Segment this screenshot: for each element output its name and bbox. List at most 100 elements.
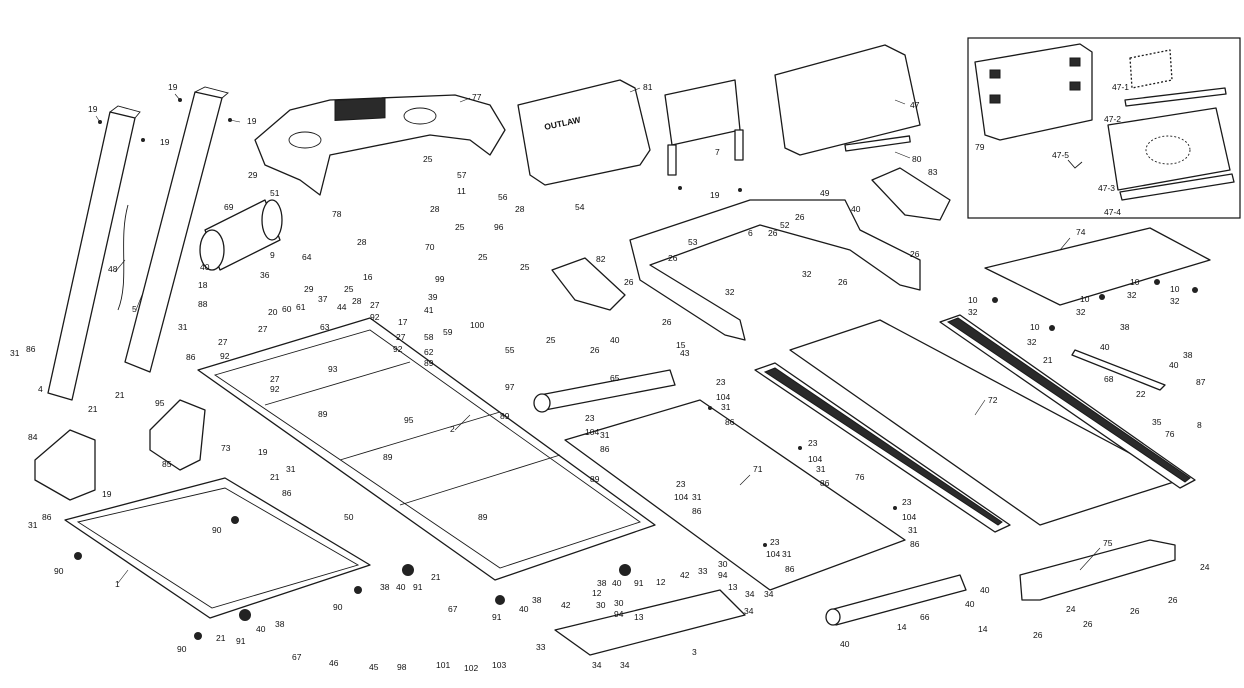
callout-29: 29 xyxy=(248,170,258,180)
callout-30c: 30 xyxy=(718,559,728,569)
callout-18: 18 xyxy=(198,280,208,290)
callout-12b: 12 xyxy=(656,577,666,587)
callout-21c: 21 xyxy=(88,404,98,414)
running-deck xyxy=(564,399,906,591)
callout-80: 80 xyxy=(912,154,922,164)
callout-102: 102 xyxy=(464,663,478,673)
callout-26b: 26 xyxy=(624,277,634,287)
leader-lines xyxy=(95,87,1101,584)
callout-86i: 86 xyxy=(282,488,292,498)
callout-27d: 27 xyxy=(396,332,406,342)
callout-25c: 25 xyxy=(478,252,488,262)
callout-44: 44 xyxy=(337,302,347,312)
callout-25b: 25 xyxy=(455,222,465,232)
callout-52: 52 xyxy=(780,220,790,230)
callout-27b: 27 xyxy=(258,324,268,334)
callout-32c: 32 xyxy=(968,307,978,317)
callout-89: 89 xyxy=(424,358,434,368)
callout-48: 48 xyxy=(108,264,118,274)
callout-24: 24 xyxy=(1200,562,1210,572)
callout-21e: 21 xyxy=(431,572,441,582)
callout-5: 5 xyxy=(132,304,137,314)
callout-26f: 26 xyxy=(795,212,805,222)
callout-16: 16 xyxy=(363,272,373,282)
callout-14: 14 xyxy=(978,624,988,634)
callout-74: 74 xyxy=(1076,227,1086,237)
callout-86h: 86 xyxy=(186,352,196,362)
callout-89f: 89 xyxy=(478,512,488,522)
side-cover-82 xyxy=(551,257,626,311)
fasteners xyxy=(74,98,1198,640)
roller-shaft xyxy=(1071,349,1166,391)
callout-25d: 25 xyxy=(520,262,530,272)
callout-95: 95 xyxy=(155,398,165,408)
callout-28c: 28 xyxy=(357,237,367,247)
callout-3: 3 xyxy=(692,647,697,657)
callout-84: 84 xyxy=(28,432,38,442)
callout-15: 15 xyxy=(676,340,686,350)
motor-cover-right xyxy=(149,399,206,471)
side-rail-right xyxy=(939,314,1196,489)
callout-83: 83 xyxy=(928,167,938,177)
callout-32g: 32 xyxy=(1027,337,1037,347)
callout-90b: 90 xyxy=(54,566,64,576)
incline-frame xyxy=(554,589,746,656)
callout-47-4: 47-4 xyxy=(1104,207,1121,217)
callout-86e: 86 xyxy=(910,539,920,549)
callout-63: 63 xyxy=(320,322,330,332)
left-upright xyxy=(47,105,141,401)
callout-47-3: 47-3 xyxy=(1098,183,1115,193)
callout-43: 43 xyxy=(680,348,690,358)
callout-76: 76 xyxy=(1165,429,1175,439)
callout-12: 12 xyxy=(592,588,602,598)
callout-46: 46 xyxy=(329,658,339,668)
callout-25: 25 xyxy=(423,154,433,164)
callout-28d: 28 xyxy=(352,296,362,306)
callout-81: 81 xyxy=(643,82,653,92)
callout-91c: 91 xyxy=(492,612,502,622)
callout-104c: 104 xyxy=(808,454,822,464)
callout-35: 35 xyxy=(1152,417,1162,427)
callout-34c: 34 xyxy=(744,606,754,616)
callout-70: 70 xyxy=(425,242,435,252)
callout-13: 13 xyxy=(634,612,644,622)
callout-104: 104 xyxy=(716,392,730,402)
callout-17: 17 xyxy=(398,317,408,327)
callout-42b: 42 xyxy=(680,570,690,580)
callout-93: 93 xyxy=(328,364,338,374)
callout-91b: 91 xyxy=(236,636,246,646)
callout-86b: 86 xyxy=(600,444,610,454)
callout-27c: 27 xyxy=(370,300,380,310)
callout-76b: 76 xyxy=(855,472,865,482)
callout-21b: 21 xyxy=(115,390,125,400)
callout-40e: 40 xyxy=(1169,360,1179,370)
callout-50: 50 xyxy=(344,512,354,522)
display-board xyxy=(774,44,921,156)
callout-7: 7 xyxy=(715,147,720,157)
callout-77: 77 xyxy=(472,92,482,102)
callout-98: 98 xyxy=(397,662,407,672)
callout-31b: 31 xyxy=(600,430,610,440)
callout-31e: 31 xyxy=(908,525,918,535)
callout-91: 91 xyxy=(413,582,423,592)
callout-38b: 38 xyxy=(1183,350,1193,360)
front-roller xyxy=(533,369,676,413)
callout-30: 30 xyxy=(596,600,606,610)
callout-21f: 21 xyxy=(216,633,226,643)
callout-27e: 27 xyxy=(270,374,280,384)
callout-26g: 26 xyxy=(838,277,848,287)
callout-90c: 90 xyxy=(333,602,343,612)
callout-23e: 23 xyxy=(902,497,912,507)
callout-26l: 26 xyxy=(1033,630,1043,640)
callout-10d: 10 xyxy=(1170,284,1180,294)
callout-92d: 92 xyxy=(270,384,280,394)
callout-73: 73 xyxy=(221,443,231,453)
callout-26e: 26 xyxy=(768,228,778,238)
callout-21d: 21 xyxy=(270,472,280,482)
side-rail-left xyxy=(754,362,1011,533)
callout-79: 79 xyxy=(975,142,985,152)
motor-hood xyxy=(984,227,1211,306)
callout-90d: 90 xyxy=(177,644,187,654)
callout-103: 103 xyxy=(492,660,506,670)
callout-8: 8 xyxy=(1197,420,1202,430)
